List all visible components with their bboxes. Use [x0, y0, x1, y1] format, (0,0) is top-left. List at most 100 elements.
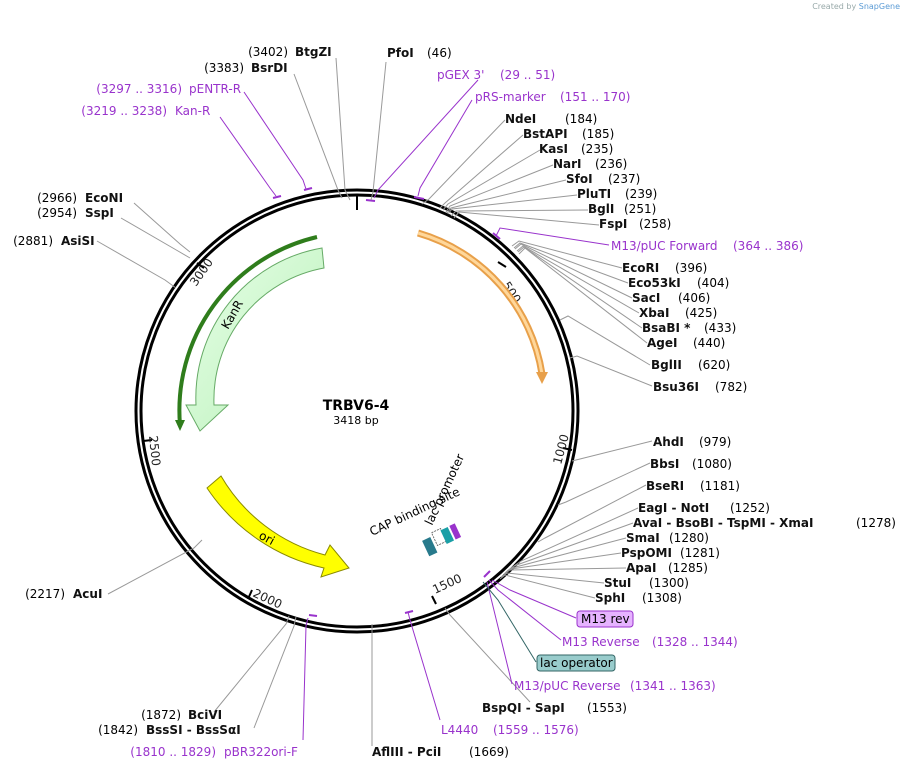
- leader-eagi: [513, 507, 639, 567]
- leader-bbsi: [557, 462, 651, 506]
- ticks: 500 1000 1500 2000 2500 3000: [142, 256, 573, 612]
- primer-name-m13fwd: M13/pUC Forward: [611, 239, 718, 253]
- site-pos-bsu36i: (782): [715, 380, 747, 394]
- primer-pos-pgex: (29 .. 51): [500, 68, 555, 82]
- site-name-pspomi: PspOMI: [621, 546, 672, 560]
- site-pos-xbai: (425): [685, 306, 717, 320]
- credit-brand: SnapGene: [858, 2, 900, 11]
- feature-ori-arrow: [206, 475, 350, 578]
- boxed-feature-lac-operator: lac operator: [536, 654, 616, 672]
- primer-pos-m13reverse: (1328 .. 1344): [652, 635, 738, 649]
- leader-bspqi: [444, 607, 531, 703]
- leader-lines: [96, 57, 653, 746]
- site-name-pluti: PluTI: [577, 187, 611, 201]
- primer-name-m13reverse: M13 Reverse: [562, 635, 640, 649]
- primer-pos-kanr: (3219 .. 3238): [81, 104, 167, 118]
- tick-label-1500: 1500: [430, 571, 464, 597]
- primer-mark-m13rev: [483, 570, 491, 578]
- site-pos-bcivi: (1872): [141, 708, 181, 722]
- primer-mark-pbr322: [308, 614, 318, 617]
- site-name-bsu36i: Bsu36I: [653, 380, 699, 394]
- site-pos-btgzi: (3402): [248, 45, 288, 59]
- promoter-cluster: CAP binding site lac promoter: [367, 452, 467, 557]
- primer-pos-pentr: (3297 .. 3316): [96, 82, 182, 96]
- site-pos-afliii: (1669): [469, 745, 509, 759]
- leader-eco53ki: [513, 242, 629, 284]
- primer-name-m13puc-rev: M13/pUC Reverse: [514, 679, 621, 693]
- m13-primer-block: [449, 523, 462, 540]
- site-pos-nari: (236): [595, 157, 627, 171]
- primer-name-kanr: Kan-R: [175, 104, 210, 118]
- primer-name-pbr322: pBR322ori-F: [224, 745, 298, 759]
- site-name-sfoi: SfoI: [566, 172, 593, 186]
- site-name-sphi: SphI: [595, 591, 625, 605]
- leader-prs: [417, 99, 473, 197]
- tick-mark-2000: [247, 589, 253, 600]
- leader-sspi: [120, 217, 191, 259]
- primer-pos-l4440: (1559 .. 1576): [493, 723, 579, 737]
- site-pos-bsssi: (1842): [98, 723, 138, 737]
- leader-kasi: [442, 149, 541, 211]
- leader-m13puc-rev: [486, 581, 513, 685]
- tick-mark-3000: [196, 262, 205, 269]
- leader-econi: [133, 202, 191, 253]
- site-name-eco53ki: Eco53kI: [628, 276, 681, 290]
- site-pos-bbsi: (1080): [692, 457, 732, 471]
- operator-leader: [482, 581, 537, 663]
- site-pos-sspi: (2954): [37, 206, 77, 220]
- leader-bstapi: [439, 134, 524, 209]
- site-pos-ahdi: (979): [699, 435, 731, 449]
- tick-label-2500: 2500: [146, 435, 163, 467]
- site-pos-bglii: (620): [698, 358, 730, 372]
- leader-kanr-primer: [219, 116, 277, 197]
- leader-ndei: [421, 119, 506, 205]
- site-name-acui: AcuI: [73, 587, 102, 601]
- site-pos-bsabi: (433): [704, 321, 736, 335]
- lac-operator-box-label: lac operator: [540, 656, 613, 670]
- site-pos-asisi: (2881): [13, 234, 53, 248]
- site-pos-agei: (440): [693, 336, 725, 350]
- leader-sfoi: [446, 179, 567, 214]
- primer-name-prs: pRS-marker: [475, 90, 546, 104]
- leader-bglii: [559, 315, 651, 366]
- site-name-bstapi: BstAPI: [523, 127, 568, 141]
- feature-green-arc: [177, 235, 318, 426]
- primer-pos-m13fwd: (364 .. 386): [733, 239, 803, 253]
- site-name-pfoi: PfoI: [387, 46, 414, 60]
- primer-pos-m13puc-rev: (1341 .. 1363): [630, 679, 716, 693]
- leader-m13fwd: [495, 227, 610, 246]
- leader-pbr322: [302, 617, 309, 741]
- leader-acui: [107, 539, 203, 595]
- site-name-bglii: BglII: [651, 358, 682, 372]
- leader-stui: [500, 572, 605, 584]
- site-name-ecori: EcoRI: [622, 261, 659, 275]
- leader-xbai: [516, 245, 640, 314]
- leader-btgzi: [335, 57, 351, 201]
- site-name-asisi: AsiSI: [61, 234, 95, 248]
- site-name-nari: NarI: [553, 157, 582, 171]
- boxed-feature-m13rev: M13 rev: [576, 610, 634, 628]
- site-pos-sfoi: (237): [608, 172, 640, 186]
- leader-m13rev-box: [491, 579, 577, 619]
- plasmid-name: TRBV6-4: [323, 398, 390, 414]
- tick-mark-1500: [431, 595, 437, 605]
- site-pos-bgli: (251): [624, 202, 656, 216]
- tick-mark-1000: [562, 447, 573, 451]
- feature-kanr-arrow: [185, 247, 325, 432]
- site-pos-pspomi: (1281): [680, 546, 720, 560]
- site-name-avai: AvaI - BsoBI - TspMI - XmaI: [633, 516, 813, 530]
- leader-bgli: [450, 209, 589, 217]
- leader-sphi: [499, 574, 596, 599]
- m13rev-box: [576, 610, 634, 628]
- primer-name-pgex: pGEX 3': [437, 68, 484, 82]
- primer-mark-prs: [413, 196, 425, 200]
- leader-pgex: [373, 79, 479, 199]
- right-primer-labels: pGEX 3' (29 .. 51) pRS-marker (151 .. 17…: [437, 68, 803, 737]
- site-pos-sphi: (1308): [642, 591, 682, 605]
- primer-pos-pbr322: (1810 .. 1829): [130, 745, 216, 759]
- site-name-kasi: KasI: [539, 142, 568, 156]
- site-name-bsssi: BssSI - BssSαI: [146, 723, 241, 737]
- site-name-smai: SmaI: [626, 531, 660, 545]
- left-site-labels: (3402) BtgZI (3383) BsrDI (2966) EcoNI (…: [13, 45, 332, 737]
